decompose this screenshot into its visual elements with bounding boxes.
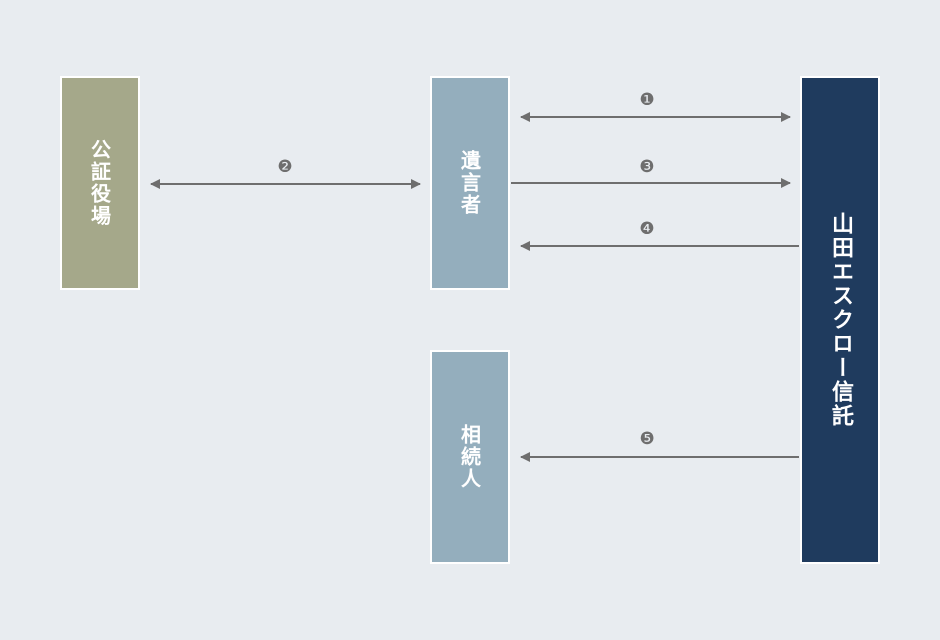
notary-office-box: 公証役場	[60, 76, 140, 290]
heir-box: 相続人	[430, 350, 510, 564]
step-4-marker: ❹	[639, 219, 654, 239]
testator-box: 遺言者	[430, 76, 510, 290]
step-1-marker: ❶	[639, 90, 654, 110]
step-3-marker: ❸	[639, 157, 654, 177]
notary-office-label: 公証役場	[87, 139, 112, 227]
trust-company-label: 山田エスクロー信託	[828, 212, 853, 428]
step-5-marker: ❺	[639, 429, 654, 449]
step-2-marker: ❷	[277, 157, 292, 177]
heir-label: 相続人	[457, 424, 482, 490]
testator-label: 遺言者	[457, 150, 482, 216]
trust-company-box: 山田エスクロー信託	[800, 76, 880, 564]
